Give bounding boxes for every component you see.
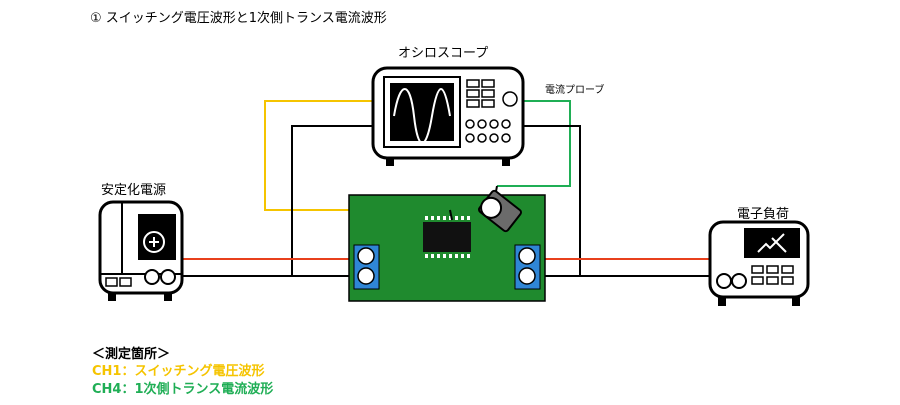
load-graph-icon [757,233,787,253]
switching-ic [423,216,471,258]
scope-ground-wire-left [291,125,378,276]
ch1-note: CH1：スイッチング電圧波形 [92,364,265,379]
ch1-probe-tip [449,209,453,221]
electronic-load-label: 電子負荷 [737,207,790,222]
waveform-icon [393,88,451,144]
scope-ground-wire-right [520,125,581,276]
electronic-load-display [744,228,800,258]
power-supply [98,200,184,301]
diagram-heading: ① スイッチング電圧波形と1次側トランス電流波形 [90,11,387,26]
circuit-board [348,185,546,302]
current-probe-label: 電流プローブ [545,85,605,96]
electronic-load-buttons [751,265,794,285]
measurement-points-title: ＜測定箇所＞ [92,347,171,362]
oscilloscope-label: オシロスコープ [398,46,489,61]
oscilloscope [371,66,525,166]
ch4-note: CH4：1次側トランス電流波形 [92,382,274,397]
ch4-wire [497,100,571,187]
electronic-load [708,220,810,306]
power-supply-label: 安定化電源 [101,183,167,198]
oscilloscope-buttons [465,79,518,143]
